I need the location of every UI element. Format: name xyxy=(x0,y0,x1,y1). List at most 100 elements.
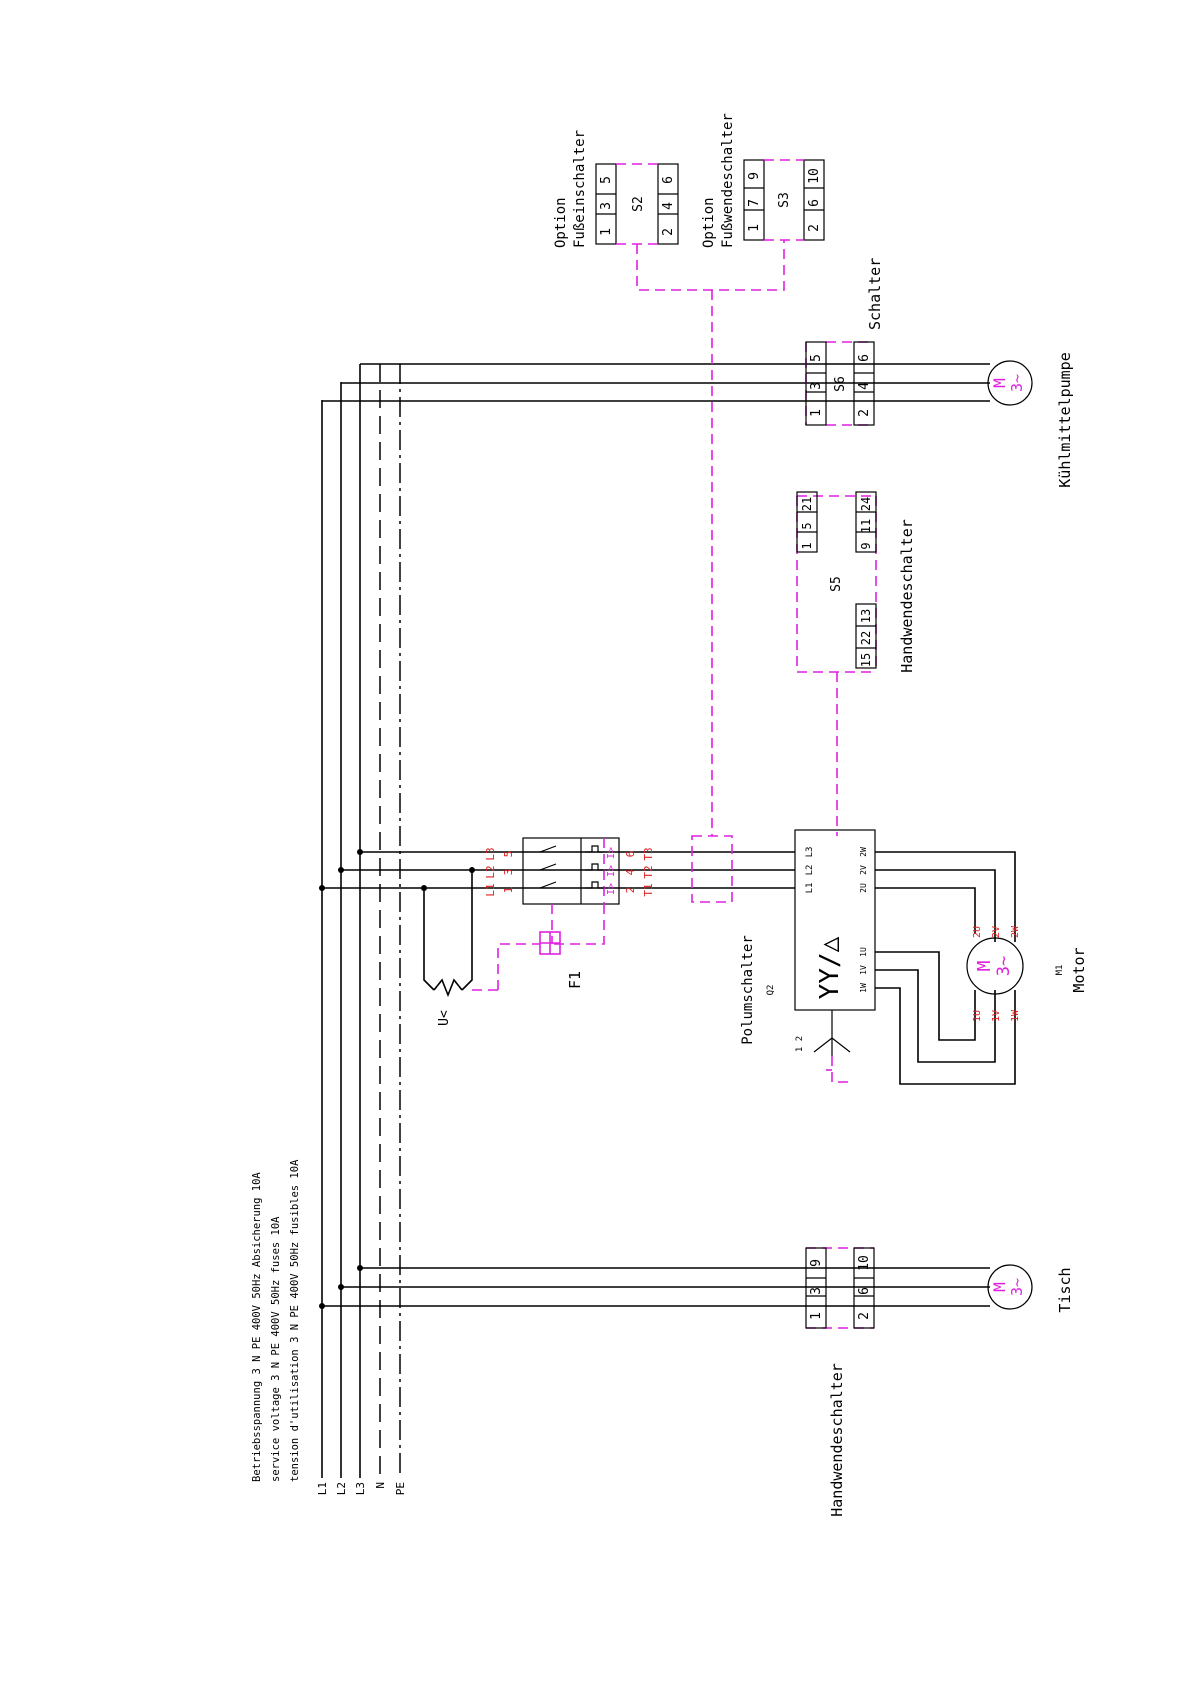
undervoltage-release: U< xyxy=(423,870,540,1026)
supply-bus xyxy=(321,364,401,1478)
s6-caption: Schalter xyxy=(866,258,884,330)
main-motor-phase: 3~ xyxy=(994,956,1014,976)
s2-caption: Fußeinschalter xyxy=(572,130,588,248)
s2-terminal-2: 2 xyxy=(661,228,676,236)
table-motor: M 3~ Tisch xyxy=(987,1264,1074,1313)
s5-terminal-21: 21 xyxy=(800,497,814,511)
m1-term-2u: 2U xyxy=(972,926,983,938)
q2-out-2w: 2W xyxy=(859,847,868,857)
s3-terminal-1: 1 xyxy=(747,224,762,232)
bus-label-n: N xyxy=(374,1482,387,1489)
bus-label-pe: PE xyxy=(394,1482,407,1495)
f1-thermal-2: I> xyxy=(606,865,617,877)
s5-terminal-1: 1 xyxy=(800,542,814,549)
s2-terminal-1: 1 xyxy=(599,228,614,236)
table-switch-terminal-10: 10 xyxy=(857,1255,872,1271)
bus-labels: L1 L2 L3 N PE xyxy=(316,1482,407,1495)
s5-caption: Handwendeschalter xyxy=(898,519,916,673)
s3-terminal-6: 6 xyxy=(807,199,822,207)
supply-spec: Betriebsspannung 3 N PE 400V 50Hz Absich… xyxy=(251,1159,301,1482)
f1-motor-protector: I> I> I> F1 L1 L2 L3 1 3 5 2 4 6 T1 T2 T… xyxy=(484,837,655,989)
supply-spec-en: service voltage 3 N PE 400V 50Hz fuses 1… xyxy=(270,1216,282,1482)
f1-term-1: 1 xyxy=(502,887,515,894)
q2-motor-wiring xyxy=(875,851,1016,1085)
s5-terminal-11: 11 xyxy=(859,519,873,533)
foot-switch-linkage xyxy=(636,240,785,836)
table-branch-wires xyxy=(319,1265,990,1309)
s5-tag: S5 xyxy=(829,576,844,592)
f1-term-3: 3 xyxy=(502,869,515,876)
s6-terminal-3: 3 xyxy=(809,382,824,390)
f1-out-t3: T3 xyxy=(642,847,655,860)
s2-terminal-6: 6 xyxy=(661,176,676,184)
s5-terminal-15: 15 xyxy=(859,653,873,667)
s6-terminal-2: 2 xyxy=(857,409,872,417)
pump-branch-wires xyxy=(322,363,990,402)
supply-spec-fr: tension d'utilisation 3 N PE 400V 50Hz f… xyxy=(289,1159,301,1482)
f1-thermal-1: I> xyxy=(606,883,617,895)
f1-tag: F1 xyxy=(566,971,584,989)
s6-terminal-6: 6 xyxy=(857,354,872,362)
bus-label-l3: L3 xyxy=(354,1482,367,1495)
main-motor-caption: Motor xyxy=(1070,947,1088,992)
table-switch-terminal-6: 6 xyxy=(857,1287,872,1295)
s3-terminal-9: 9 xyxy=(747,172,762,180)
q2-in-l3: L3 xyxy=(805,847,815,858)
f1-term-6: 6 xyxy=(624,851,637,858)
f1-in-l1: L1 xyxy=(484,883,497,896)
main-motor-tag: M1 xyxy=(1055,965,1065,976)
s2-terminal-4: 4 xyxy=(661,202,676,210)
table-switch-terminal-2: 2 xyxy=(857,1312,872,1320)
table-switch-terminal-9: 9 xyxy=(809,1259,824,1267)
s5-terminal-22: 22 xyxy=(859,631,873,645)
table-switch: 1 3 9 2 6 10 Handwendeschalter xyxy=(805,1247,875,1517)
undervoltage-label: U< xyxy=(437,1010,452,1026)
s2-tag: S2 xyxy=(631,196,646,212)
q2-caption: Polumschalter xyxy=(740,935,756,1045)
f1-thermal-3: I> xyxy=(606,847,617,859)
q2-in-l2: L2 xyxy=(805,865,815,876)
s3-terminal-2: 2 xyxy=(807,224,822,232)
table-motor-m: M xyxy=(990,1282,1009,1292)
q2-out-1u: 1U xyxy=(859,947,868,957)
s2-terminal-5: 5 xyxy=(599,176,614,184)
pump-motor: M 3~ Kühlmittelpumpe xyxy=(987,352,1074,488)
m1-term-1w: 1W xyxy=(1010,1009,1021,1022)
bus-label-l2: L2 xyxy=(335,1482,348,1495)
s5-terminal-13: 13 xyxy=(859,609,873,623)
s3-caption: Fußwendeschalter xyxy=(720,113,736,248)
f1-in-l2: L2 xyxy=(484,865,497,878)
s3-terminal-7: 7 xyxy=(747,199,762,207)
f1-term-5: 5 xyxy=(502,851,515,858)
pump-motor-phase: 3~ xyxy=(1008,374,1026,392)
main-circuit-wires xyxy=(319,849,795,891)
s3-tag: S3 xyxy=(777,192,792,208)
m1-term-2w: 2W xyxy=(1010,925,1021,938)
pump-motor-m: M xyxy=(990,378,1009,388)
s3-caption-option: Option xyxy=(701,197,717,248)
f1-out-t2: T2 xyxy=(642,865,655,878)
q2-tag: Q2 xyxy=(766,985,776,996)
f1-in-l3: L3 xyxy=(484,847,497,860)
q2-in-l1: L1 xyxy=(805,883,815,894)
supply-spec-de: Betriebsspannung 3 N PE 400V 50Hz Absich… xyxy=(251,1172,263,1482)
s5-switch: 1 5 21 9 11 24 15 22 13 S5 Handwendescha… xyxy=(796,491,916,836)
interlock-box xyxy=(691,835,733,903)
main-motor-m: M xyxy=(974,960,995,971)
q2-positions: 1 2 xyxy=(795,1036,805,1052)
table-motor-caption: Tisch xyxy=(1056,1267,1074,1312)
s5-terminal-24: 24 xyxy=(859,497,873,511)
f1-out-t1: T1 xyxy=(642,883,655,896)
q2-out-1v: 1V xyxy=(859,965,868,975)
q2-out-1w: 1W xyxy=(859,983,868,993)
s6-terminal-5: 5 xyxy=(809,354,824,362)
s6-switch: 1 3 5 2 4 6 S6 Schalter xyxy=(805,258,884,426)
s2-terminal-3: 3 xyxy=(599,202,614,210)
table-switch-caption: Handwendeschalter xyxy=(828,1363,846,1517)
s3-terminal-10: 10 xyxy=(807,168,822,184)
q2-symbol: YY/△ xyxy=(815,936,845,999)
s6-terminal-4: 4 xyxy=(857,382,872,390)
q2-out-2u: 2U xyxy=(859,883,868,893)
